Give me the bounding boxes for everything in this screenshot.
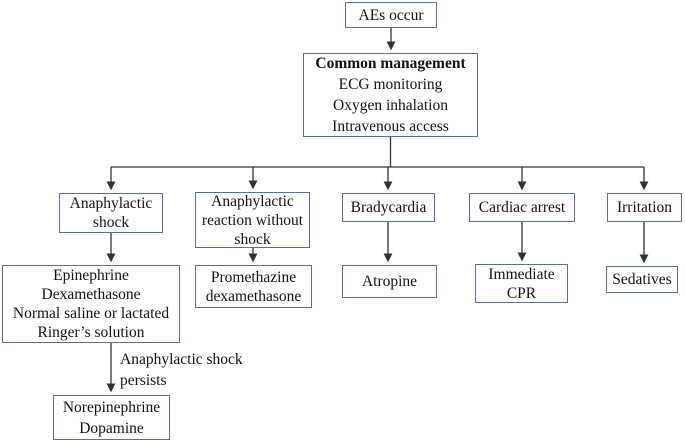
node-shock-treatment: Epinephrine Dexamethasone Normal saline …	[2, 265, 180, 343]
node-item: Dopamine	[79, 419, 144, 437]
node-item: Normal saline or lactated	[12, 305, 170, 322]
node-label: Anaphylactic shock	[69, 195, 153, 231]
node-item: Epinephrine	[53, 267, 129, 284]
node-item: ECG monitoring	[338, 76, 443, 93]
node-cardiac-arrest: Cardiac arrest	[469, 193, 575, 222]
node-sedatives: Sedatives	[606, 266, 678, 293]
edge-label-persists: Anaphylactic shock persists	[120, 351, 243, 389]
node-item: Dexamethasone	[41, 286, 141, 303]
node-anaphylactic-reaction: Anaphylactic reaction without shock	[195, 192, 310, 248]
node-promethazine: Promethazine dexamethasone	[195, 265, 312, 308]
node-label: Cardiac arrest	[478, 199, 566, 216]
node-item: Oxygen inhalation	[333, 97, 448, 114]
node-label: Immediate CPR	[488, 265, 555, 302]
node-title: Common management	[315, 55, 466, 72]
node-item: Ringer’s solution	[37, 324, 145, 341]
node-anaphylactic-shock: Anaphylactic shock	[59, 193, 163, 233]
node-immediate-cpr: Immediate CPR	[475, 264, 568, 303]
node-common-management: Common management ECG monitoring Oxygen …	[303, 53, 478, 137]
node-label: Sedatives	[612, 271, 672, 288]
node-label: AEs occur	[358, 6, 424, 24]
node-irritation: Irritation	[607, 193, 682, 222]
node-label: Promethazine dexamethasone	[205, 268, 302, 305]
node-aes-occur: AEs occur	[345, 2, 437, 28]
node-item: Norepinephrine	[62, 398, 161, 416]
node-norepinephrine: Norepinephrine Dopamine	[53, 395, 170, 440]
node-item: Intravenous access	[332, 118, 449, 135]
node-atropine: Atropine	[342, 265, 437, 298]
node-label: Atropine	[361, 273, 418, 290]
node-label: Irritation	[616, 199, 673, 216]
node-bradycardia: Bradycardia	[342, 193, 435, 222]
node-label: Anaphylactic reaction without shock	[201, 192, 304, 248]
node-label: Bradycardia	[350, 199, 427, 216]
